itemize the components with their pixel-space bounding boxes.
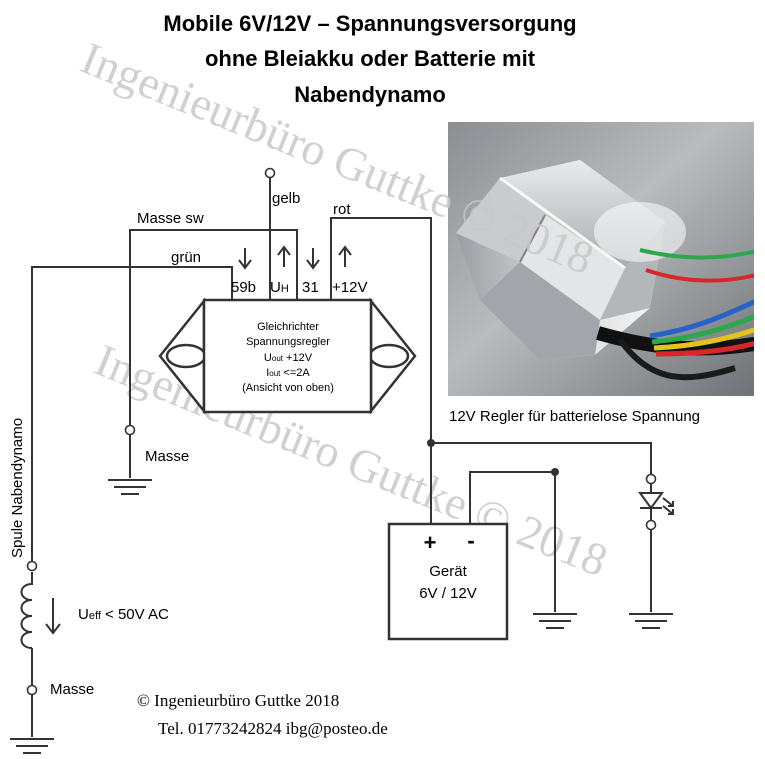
device-name: Gerät <box>429 563 467 580</box>
device-plus: + <box>424 530 437 555</box>
pin-label-12v: +12V <box>332 279 367 296</box>
wire-label-masse-sw: Masse sw <box>137 210 204 227</box>
ground-symbol <box>108 479 152 495</box>
regulator-line-1: Gleichrichter <box>257 321 319 333</box>
arrow-down-icon <box>45 598 61 635</box>
terminal-led-top <box>645 473 657 485</box>
mounting-hole-left <box>165 343 207 369</box>
regulator-box <box>158 297 417 415</box>
terminal-masse-left <box>124 424 136 436</box>
title-line-3: Nabendynamo <box>294 82 446 107</box>
arrow-down-icon <box>238 248 252 270</box>
wire-label-rot: rot <box>333 201 351 218</box>
terminal-coil-top <box>26 560 38 572</box>
terminal-coil-bottom <box>26 684 38 696</box>
footer-contact: Tel. 01773242824 ibg@posteo.de <box>158 719 388 738</box>
label-ueff: Ueff < 50V AC <box>78 606 169 623</box>
pin-label-uh: UH <box>270 279 289 296</box>
ground-symbol <box>10 738 54 754</box>
ground-symbol <box>629 613 673 629</box>
photo-caption: 12V Regler für batterielose Spannung <box>449 408 700 425</box>
mounting-hole-right <box>368 343 410 369</box>
regulator-line-4: Iout <=2A <box>266 367 310 379</box>
wire-label-gruen: grün <box>171 249 201 266</box>
wire-label-gelb: gelb <box>272 190 300 207</box>
terminal-led-bottom <box>645 519 657 531</box>
arrow-down-icon <box>306 248 320 270</box>
junction-dot <box>427 439 435 447</box>
regulator-photo <box>448 122 754 396</box>
circuit-wires <box>31 176 652 737</box>
ground-symbol <box>533 613 577 629</box>
pin-label-31: 31 <box>302 279 319 296</box>
footer-copyright: © Ingenieurbüro Guttke 2018 <box>137 691 339 710</box>
device-minus: - <box>467 528 474 553</box>
led-icon <box>638 484 674 520</box>
coil-icon <box>20 572 33 649</box>
regulator-line-2: Spannungsregler <box>246 336 330 348</box>
device-voltage: 6V / 12V <box>419 585 477 602</box>
regulator-line-3: Uout +12V <box>264 352 313 364</box>
terminal-gelb <box>264 167 276 179</box>
junction-dot <box>551 468 559 476</box>
arrow-up-icon <box>338 245 352 267</box>
label-masse-left: Masse <box>145 448 189 465</box>
device-box <box>387 522 509 641</box>
pin-label-59b: 59b <box>231 279 256 296</box>
title-line-2: ohne Bleiakku oder Batterie mit <box>205 46 536 71</box>
label-masse-bottom: Masse <box>50 681 94 698</box>
label-spule-nabendynamo: Spule Nabendynamo <box>9 418 26 558</box>
regulator-line-5: (Ansicht von oben) <box>242 382 334 394</box>
arrow-up-icon <box>277 245 291 267</box>
title-line-1: Mobile 6V/12V – Spannungsversorgung <box>163 11 576 36</box>
